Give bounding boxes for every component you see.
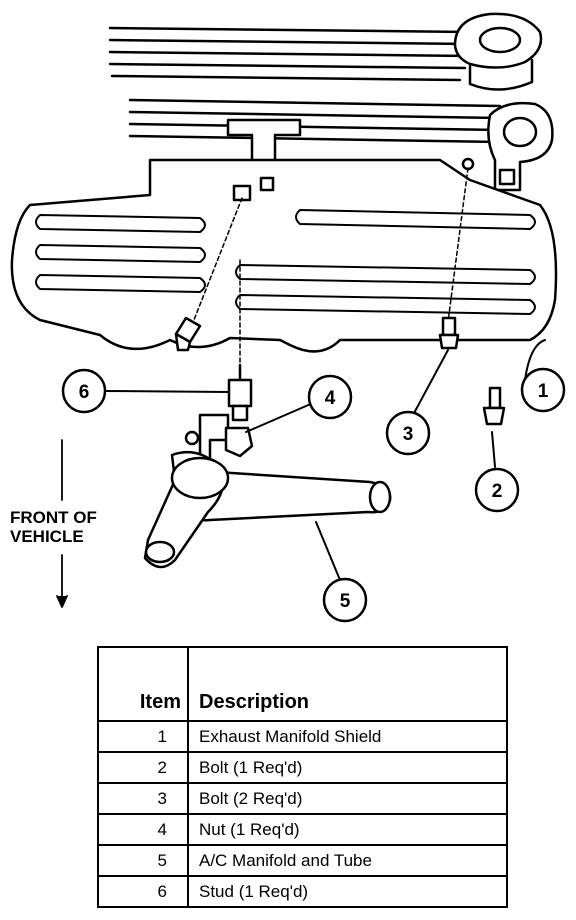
row-description: Bolt (1 Req'd) xyxy=(187,751,508,784)
ac-manifold-tube xyxy=(143,450,392,569)
table-row: 1 Exhaust Manifold Shield xyxy=(97,720,508,753)
filler-cap xyxy=(453,12,543,91)
callout-6 xyxy=(61,368,107,414)
tube-bracket xyxy=(198,413,230,462)
callout-6-label: 6 xyxy=(79,382,90,403)
bolt-left xyxy=(174,316,202,352)
front-label-line1: FRONT OF xyxy=(10,508,97,527)
callout-3-label: 3 xyxy=(403,424,414,445)
row-item: 6 xyxy=(97,875,189,908)
row-description: Stud (1 Req'd) xyxy=(187,875,508,908)
callout-5-label: 5 xyxy=(340,591,351,612)
header-item: Item xyxy=(97,646,189,722)
table-row: 4 Nut (1 Req'd) xyxy=(97,813,508,846)
dashed-leaders xyxy=(189,167,469,366)
callout-4-label: 4 xyxy=(325,388,336,409)
table-row: 3 Bolt (2 Req'd) xyxy=(97,782,508,815)
row-item: 3 xyxy=(97,782,189,815)
callout-2 xyxy=(474,467,520,513)
callout-1-label: 1 xyxy=(538,381,549,402)
callout-2-label: 2 xyxy=(492,481,503,502)
engine-background-lines xyxy=(108,26,502,144)
nut-4-part xyxy=(224,426,254,458)
row-item: 4 xyxy=(97,813,189,846)
bolt-3-part xyxy=(438,316,460,350)
exhaust-manifold-diagram: 1 2 3 4 5 6 xyxy=(10,12,566,623)
callout-4 xyxy=(307,374,353,420)
front-arrow xyxy=(56,439,68,608)
stud-6-part xyxy=(227,363,253,422)
table-row: 5 A/C Manifold and Tube xyxy=(97,844,508,877)
row-item: 5 xyxy=(97,844,189,877)
front-of-vehicle-label: FRONT OF VEHICLE xyxy=(10,508,97,546)
parts-table: Item Description 1 Exhaust Manifold Shie… xyxy=(97,646,508,908)
table-row: 6 Stud (1 Req'd) xyxy=(97,875,508,908)
callout-3 xyxy=(385,410,431,456)
row-description: Nut (1 Req'd) xyxy=(187,813,508,846)
front-label-line2: VEHICLE xyxy=(10,527,84,546)
callout-1 xyxy=(520,367,566,413)
bolt-2-part xyxy=(482,386,506,426)
callout-leaders xyxy=(104,339,546,581)
row-item: 2 xyxy=(97,751,189,784)
header-description: Description xyxy=(187,646,508,722)
row-description: Bolt (2 Req'd) xyxy=(187,782,508,815)
callout-5 xyxy=(322,577,368,623)
shield-ribs xyxy=(35,209,536,315)
row-item: 1 xyxy=(97,720,189,753)
manifold-shield xyxy=(10,158,558,353)
row-description: A/C Manifold and Tube xyxy=(187,844,508,877)
table-header-row: Item Description xyxy=(97,646,508,722)
row-description: Exhaust Manifold Shield xyxy=(187,720,508,753)
table-row: 2 Bolt (1 Req'd) xyxy=(97,751,508,784)
